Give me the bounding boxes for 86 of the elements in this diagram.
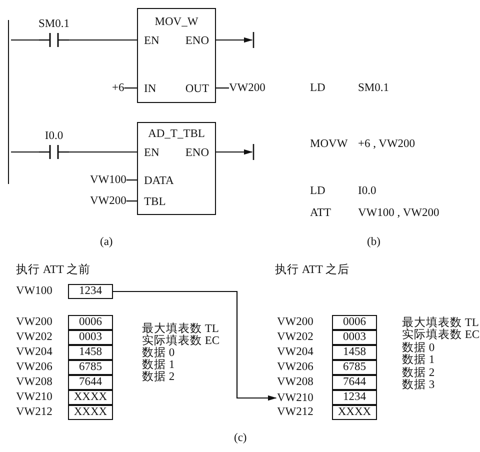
pin-label: DATA: [144, 174, 174, 188]
connecting-line: [11, 151, 39, 153]
address-label: VW100: [16, 284, 52, 298]
table-cell: XXXX: [68, 390, 113, 405]
operand-label: VW200: [90, 194, 126, 208]
annotation-text: 数据 2: [142, 370, 175, 384]
annotation-text: 数据 2: [402, 366, 435, 379]
contact-address: I0.0: [44, 129, 64, 143]
table-cell: 6785: [332, 360, 377, 375]
table-cell: 7644: [68, 375, 113, 390]
operand-label: VW100: [90, 173, 126, 187]
annotation-text: 实际填表数 EC: [402, 328, 480, 342]
table-cell: 7644: [332, 375, 377, 390]
table-cell: 1458: [332, 345, 377, 360]
table-cell: XXXX: [68, 405, 113, 420]
table-cell: 1458: [68, 345, 113, 360]
connecting-line: [69, 39, 137, 41]
pin-label: IN: [144, 82, 156, 96]
pin-label: OUT: [185, 82, 209, 96]
enable-output-arrow: [216, 149, 253, 155]
address-label: VW200: [277, 315, 314, 329]
contact-symbol: [39, 130, 69, 160]
address-label: VW206: [277, 360, 314, 374]
address-label: VW202: [16, 330, 52, 344]
block-title: MOV_W: [154, 15, 198, 29]
address-label: VW206: [16, 360, 52, 374]
pin-label: EN: [144, 146, 160, 160]
panel-caption: (b): [367, 235, 380, 249]
address-label: VW212: [277, 405, 314, 419]
annotation-text: 数据 1: [402, 354, 435, 366]
connecting-line: [124, 87, 137, 89]
table-cell: XXXX: [332, 405, 377, 420]
table-cell: 1234: [332, 390, 377, 405]
table-cell: 6785: [68, 360, 113, 375]
table-cell: 0003: [68, 330, 113, 345]
table-cell: 0006: [332, 315, 377, 330]
table-title: 执行 ATT 之前: [16, 263, 91, 277]
address-label: VW210: [16, 390, 52, 404]
annotation-text: 数据 3: [402, 378, 435, 392]
connecting-line: [126, 200, 137, 202]
address-label: VW212: [16, 405, 52, 419]
pin-label: ENO: [185, 34, 209, 48]
pin-label: EN: [144, 34, 160, 48]
connecting-line: [69, 151, 137, 153]
enable-output-arrow: [216, 37, 253, 43]
function-block: [137, 122, 216, 215]
instruction-text: LD: [310, 184, 326, 198]
address-label: VW204: [277, 345, 314, 359]
function-block: [137, 8, 216, 103]
instruction-text: LD: [310, 81, 326, 95]
instruction-text: I0.0: [358, 184, 376, 198]
address-label: VW200: [16, 315, 52, 329]
address-label: VW208: [277, 375, 314, 389]
annotation-text: 数据 0: [142, 346, 175, 359]
pin-label: TBL: [144, 195, 166, 209]
table-cell: 0006: [68, 315, 113, 330]
panel-caption: (a): [100, 235, 113, 249]
contact-symbol: [39, 18, 69, 48]
power-rail: [8, 20, 11, 184]
address-label: VW202: [277, 330, 314, 344]
contact-address: SM0.1: [38, 17, 70, 31]
address-label: VW204: [16, 345, 52, 359]
instruction-text: ATT: [310, 206, 332, 220]
annotation-text: 数据 1: [142, 358, 175, 371]
arrow: [113, 290, 277, 401]
instruction-text: SM0.1: [358, 81, 389, 95]
operand-label: VW210: [277, 391, 314, 405]
annotation-text: 最大填表数 TL: [142, 322, 219, 335]
instruction-text: VW100 , VW200: [358, 206, 440, 220]
connecting-line: [126, 179, 137, 181]
annotation-text: 实际填表数 EC: [142, 334, 220, 347]
operand-label: VW200: [229, 81, 266, 95]
instruction-text: +6 , VW200: [358, 137, 416, 151]
block-title: AD_T_TBL: [148, 127, 205, 141]
address-label: VW208: [16, 375, 52, 389]
instruction-text: MOVW: [310, 137, 348, 151]
connecting-line: [11, 39, 39, 41]
panel-caption: (c): [234, 431, 247, 445]
pin-label: ENO: [185, 146, 209, 160]
table-cell: 0003: [332, 330, 377, 345]
annotation-text: 数据 0: [402, 340, 435, 354]
table-cell: 1234: [68, 284, 113, 299]
operand-label: +6: [112, 81, 124, 95]
table-title: 执行 ATT 之后: [275, 263, 350, 277]
annotation-text: 最大填表数 TL: [402, 316, 479, 329]
connecting-line: [216, 87, 229, 89]
